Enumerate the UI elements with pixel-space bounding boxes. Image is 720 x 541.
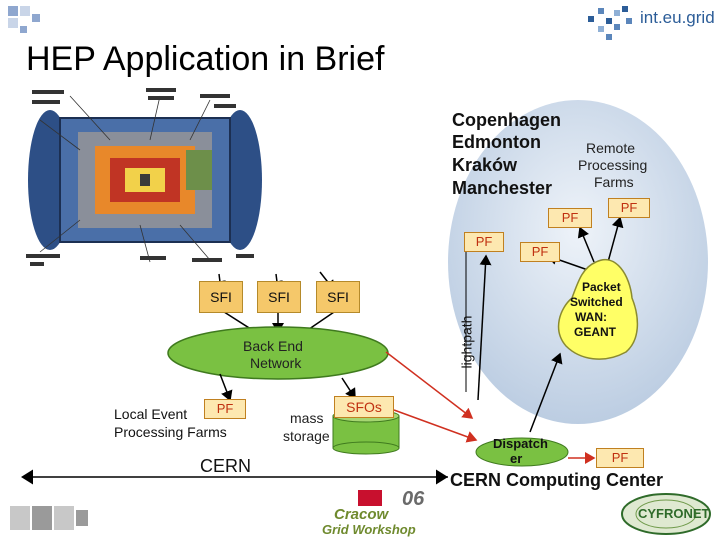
- wan-blob: [557, 259, 639, 360]
- sfos-box: SFOs: [334, 396, 394, 418]
- pf-box: PF: [548, 208, 592, 228]
- pf-box: PF: [520, 242, 560, 262]
- processing-farms-label: Processing Farms: [114, 424, 227, 440]
- wan-label-line: Switched: [570, 295, 623, 309]
- cracow-grid-workshop-logo: 06 Cracow Grid Workshop: [316, 488, 436, 540]
- slide-title: HEP Application in Brief: [26, 40, 385, 78]
- local-event-label: Local Event: [114, 406, 188, 422]
- int-eu-grid-logo: int.eu.grid: [578, 4, 718, 44]
- sfi-box: SFI: [199, 281, 243, 313]
- cgw-line2: Grid Workshop: [322, 522, 416, 537]
- grid-mosaic-icon: [588, 6, 632, 40]
- pf-box: PF: [464, 232, 504, 252]
- city-label: Kraków: [452, 155, 518, 175]
- remote-label-line: Remote: [586, 140, 636, 156]
- remote-label-line: Processing: [578, 157, 648, 173]
- wan-label-line: GEANT: [574, 325, 616, 339]
- wan-label-line: WAN:: [575, 310, 607, 324]
- cern-computing-center-label: CERN Computing Center: [450, 470, 663, 490]
- lightpath-label: lightpath: [458, 315, 475, 369]
- sfi-box: SFI: [257, 281, 301, 313]
- cgs-logo-icon: [10, 506, 88, 530]
- sfi-box: SFI: [316, 281, 360, 313]
- remote-label-line: Farms: [594, 174, 634, 190]
- pf-box: PF: [204, 399, 246, 419]
- cyfronet-logo: CYFRONET: [620, 492, 712, 536]
- mass-storage-line: storage: [283, 428, 330, 444]
- cyfronet-text: CYFRONET: [638, 506, 710, 521]
- back-end-line: Network: [250, 355, 302, 371]
- remote-cloud: [448, 100, 708, 424]
- flag-icon: [358, 490, 382, 506]
- cyfronet-globe-icon: [621, 493, 711, 535]
- dispatcher: [475, 437, 569, 467]
- city-label: Copenhagen: [452, 110, 562, 130]
- logo-text: int.eu.grid: [640, 8, 715, 27]
- detector-image: [14, 84, 272, 270]
- cern-label: CERN: [200, 456, 252, 476]
- city-label: Manchester: [452, 178, 553, 198]
- dispatcher-label-line: Dispatch: [493, 436, 548, 451]
- cgs-logo: [10, 506, 90, 536]
- cgw-line1: Cracow: [334, 506, 389, 523]
- city-label: Edmonton: [452, 132, 541, 152]
- pf-box: PF: [608, 198, 650, 218]
- pf-box: PF: [596, 448, 644, 468]
- dispatcher-label-line: er: [510, 451, 523, 466]
- cgw-number: 06: [402, 488, 425, 510]
- mass-storage-line: mass: [290, 410, 324, 426]
- back-end-line: Back End: [243, 338, 303, 354]
- wan-label-line: Packet: [582, 280, 621, 294]
